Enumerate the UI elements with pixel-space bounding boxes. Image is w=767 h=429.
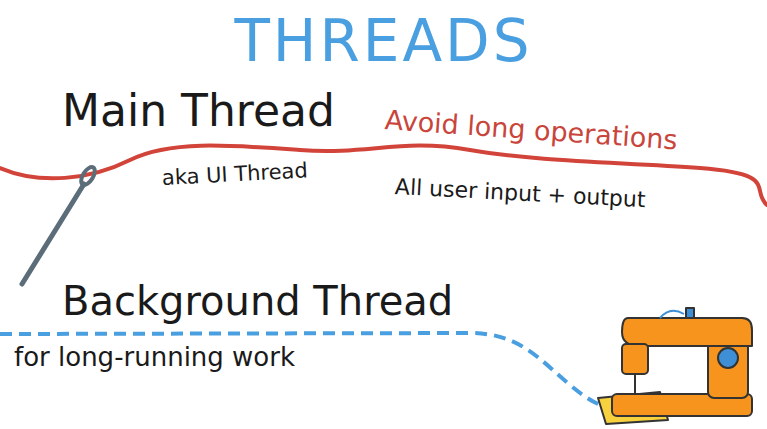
thread-name: Main Thread bbox=[62, 86, 335, 137]
background-thread-line bbox=[0, 333, 626, 410]
needle-icon bbox=[22, 165, 98, 284]
main-thread-line bbox=[0, 146, 767, 205]
thread-name: Background Thread bbox=[62, 278, 453, 324]
sewing-machine-icon bbox=[598, 308, 752, 424]
thread-alias: aka UI Thread bbox=[161, 158, 308, 190]
thread-note: for long-running work bbox=[14, 343, 295, 373]
warning-note: Avoid long operations bbox=[384, 104, 679, 155]
title: THREADS bbox=[0, 8, 767, 75]
thread-note: All user input + output bbox=[394, 174, 646, 212]
